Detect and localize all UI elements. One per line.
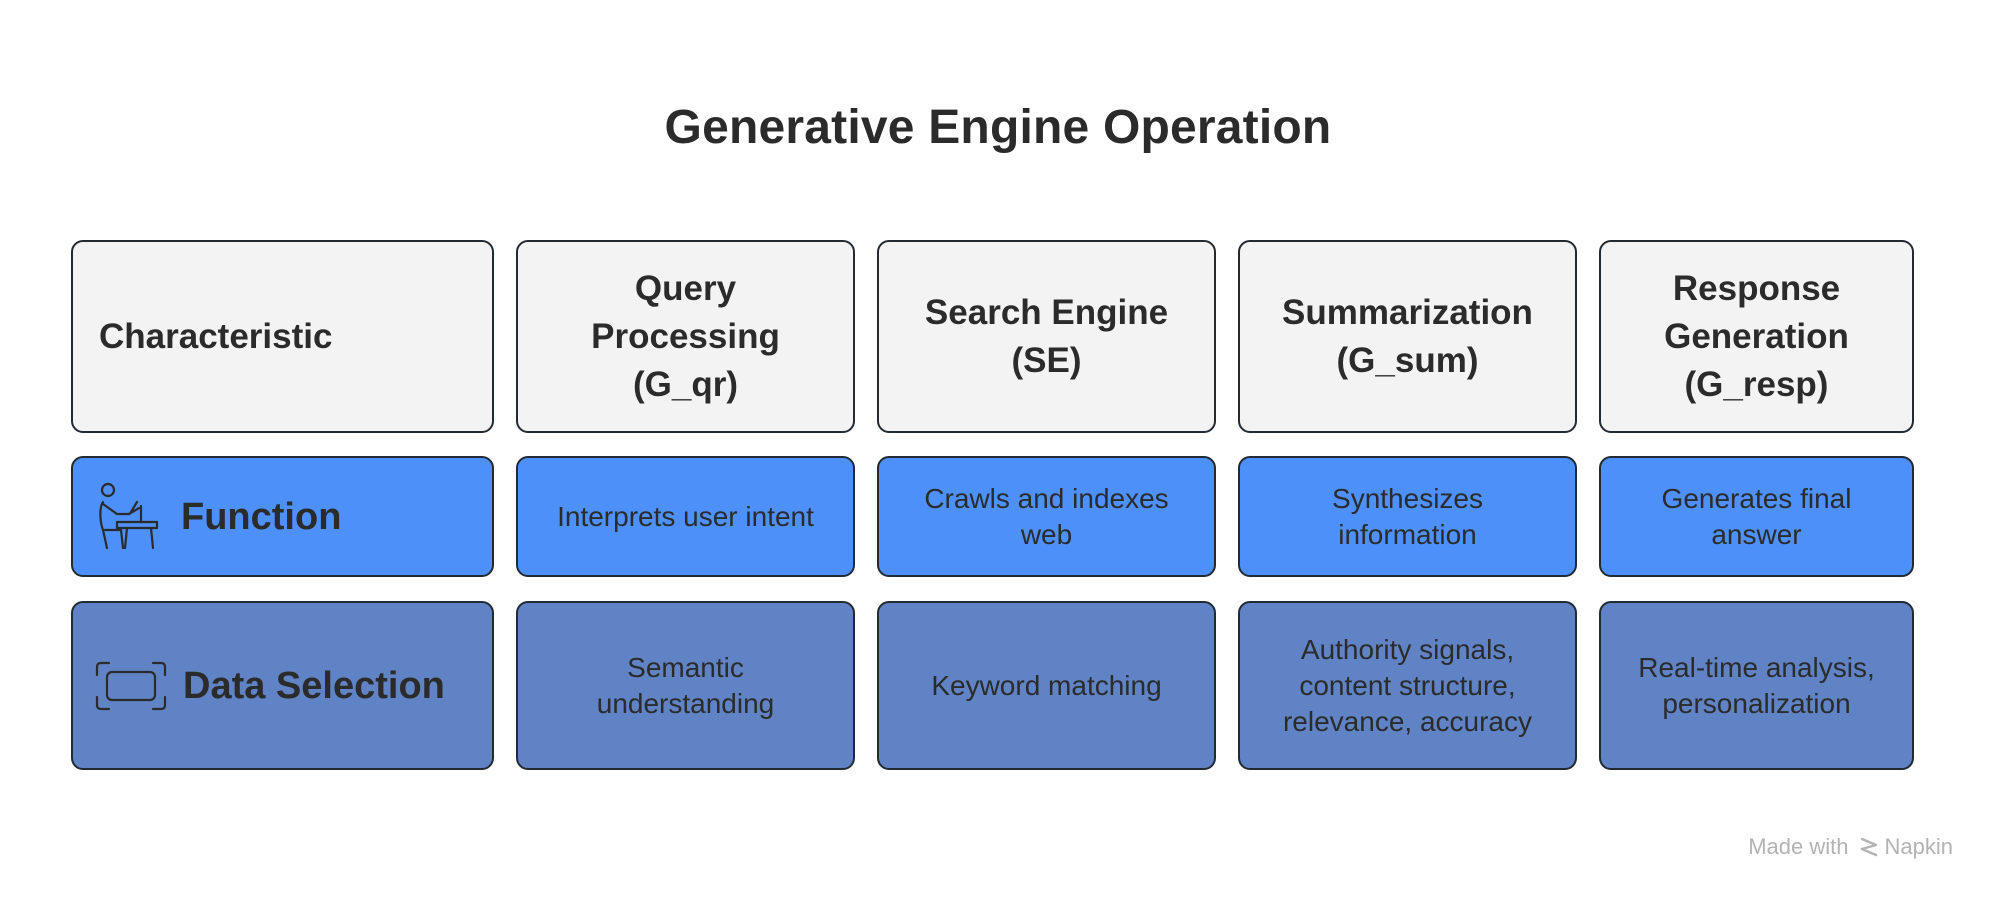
row-function-label: Function (181, 495, 342, 538)
data-selection-summarization: Authority signals, content structure, re… (1238, 601, 1577, 770)
function-summarization: Synthesizes information (1238, 456, 1577, 577)
function-summarization-text: Synthesizes information (1332, 482, 1483, 550)
function-search-engine: Crawls and indexes web (877, 456, 1216, 577)
data-selection-query-processing: Semantic understanding (516, 601, 855, 770)
row-function-header: Function (71, 456, 494, 577)
data-selection-query-processing-text: Semantic understanding (596, 651, 775, 719)
data-selection-response-generation-text: Real-time analysis, personalization (1638, 651, 1875, 719)
selection-frame-icon (95, 661, 167, 711)
data-selection-search-engine: Keyword matching (877, 601, 1216, 770)
header-response-generation-label: Response Generation (G_resp) (1664, 268, 1849, 404)
header-summarization: Summarization (G_sum) (1238, 240, 1577, 433)
header-summarization-label: Summarization (G_sum) (1282, 292, 1533, 380)
header-search-engine: Search Engine (SE) (877, 240, 1216, 433)
header-characteristic: Characteristic (71, 240, 494, 433)
header-response-generation: Response Generation (G_resp) (1599, 240, 1914, 433)
napkin-logo-icon (1859, 836, 1879, 858)
function-response-generation: Generates final answer (1599, 456, 1914, 577)
data-selection-search-engine-text: Keyword matching (931, 669, 1162, 701)
header-query-processing: Query Processing (G_qr) (516, 240, 855, 433)
header-query-processing-label: Query Processing (G_qr) (591, 268, 780, 404)
napkin-brand-text: Napkin (1884, 834, 1953, 859)
function-query-processing: Interprets user intent (516, 456, 855, 577)
made-with-text: Made with (1748, 834, 1849, 859)
data-selection-summarization-text: Authority signals, content structure, re… (1282, 633, 1532, 737)
diagram-title: Generative Engine Operation (664, 101, 1332, 154)
header-search-engine-label: Search Engine (SE) (924, 292, 1169, 380)
row-data-selection-label: Data Selection (183, 664, 445, 707)
made-with-napkin-footer: Made with Napkin (1748, 834, 1953, 860)
function-query-processing-text: Interprets user intent (557, 500, 814, 532)
function-response-generation-text: Generates final answer (1661, 482, 1852, 550)
row-data-selection-header: Data Selection (71, 601, 494, 770)
function-search-engine-text: Crawls and indexes web (924, 482, 1169, 550)
person-at-desk-icon (95, 482, 165, 552)
data-selection-response-generation: Real-time analysis, personalization (1599, 601, 1914, 770)
